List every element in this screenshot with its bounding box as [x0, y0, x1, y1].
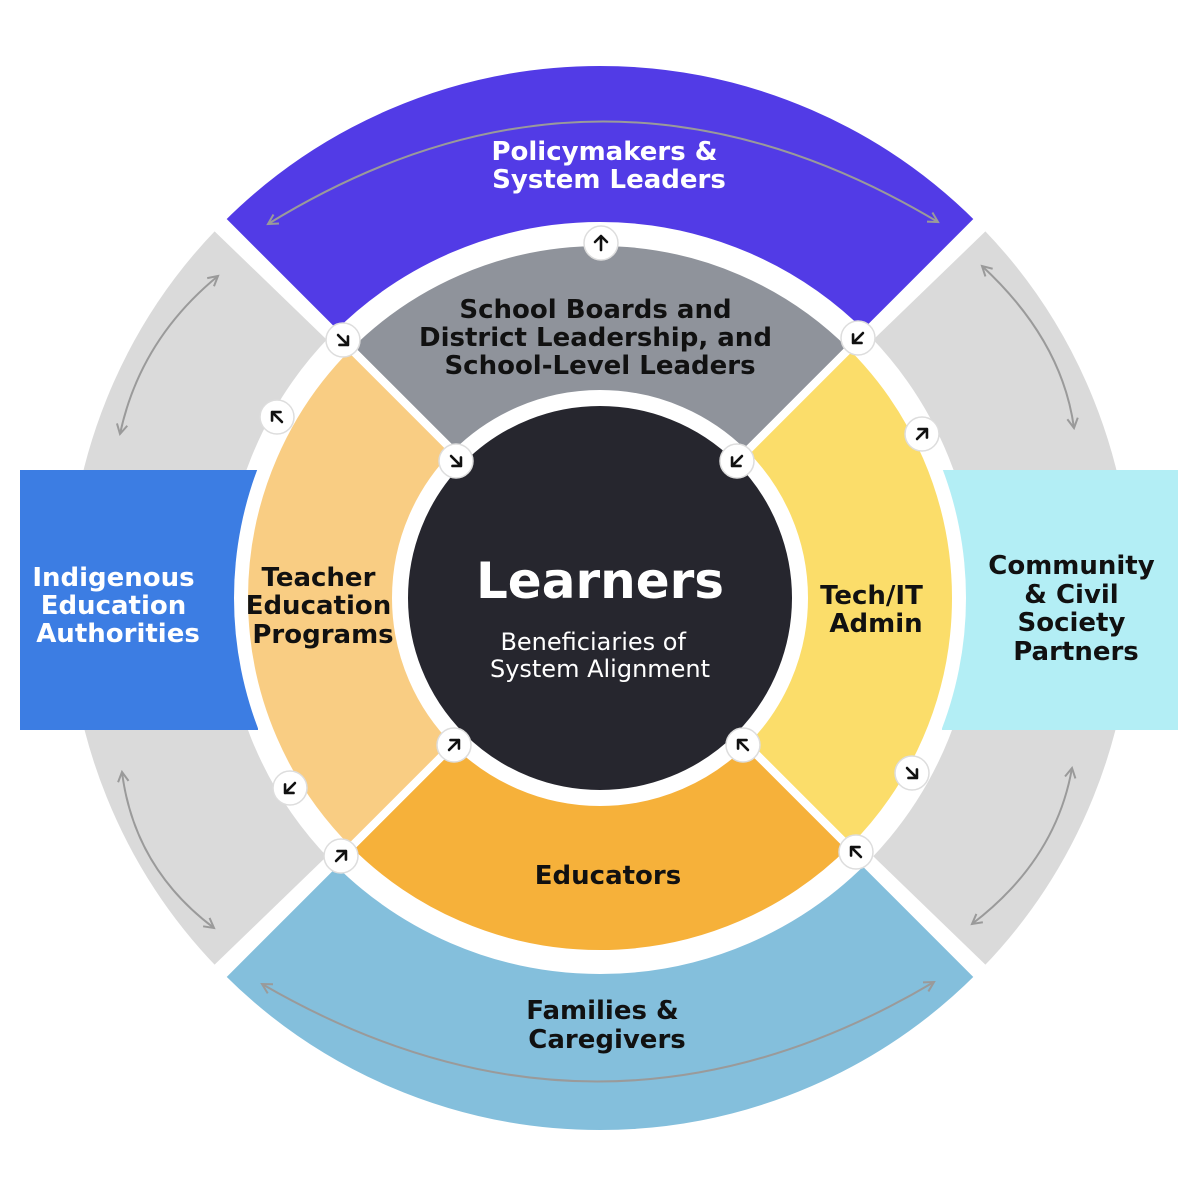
outer-ring — [20, 58, 1178, 1138]
arrowhead-icon — [207, 274, 220, 287]
arrowhead-icon — [260, 982, 274, 994]
arrowhead-icon — [1064, 765, 1077, 779]
label-line: Indigenous — [32, 563, 194, 593]
label-line: School Boards and — [459, 295, 731, 325]
label-school-boards: School Boards and District Leadership, a… — [419, 295, 781, 381]
outer-segment-community — [942, 470, 1178, 730]
outer-segment-indigenous — [20, 470, 258, 730]
label-line: Authorities — [36, 619, 200, 649]
center-subtitle: Beneficiaries of System Alignment — [490, 628, 710, 683]
arrow-badge-icon — [719, 443, 755, 479]
inner-segment-educators — [344, 738, 856, 958]
arrow-icon — [336, 333, 350, 347]
double-arrow-icon — [971, 767, 1073, 925]
subtitle-line: Beneficiaries of — [500, 628, 686, 656]
label-line: Tech/IT — [820, 581, 923, 611]
double-arrow-icon — [119, 275, 219, 435]
double-arrow-icon — [981, 265, 1075, 429]
center-learners-disc — [400, 398, 800, 798]
label-line: Educators — [535, 861, 681, 891]
outer-segment-families — [216, 857, 984, 1138]
center-title: Learners — [476, 552, 724, 610]
arrowhead-icon — [266, 213, 280, 226]
double-arrow-icon — [267, 120, 939, 225]
label-line: Admin — [829, 609, 922, 639]
arrow-icon — [736, 738, 750, 752]
arrow-icon — [905, 766, 919, 780]
label-line: Partners — [1013, 637, 1139, 667]
arrow-icon — [915, 427, 929, 441]
arrowhead-icon — [115, 423, 129, 437]
arrow-badge-icon — [894, 755, 930, 791]
arrow-icon — [283, 781, 297, 795]
arrow-icon — [593, 234, 609, 252]
arrowhead-icon — [926, 212, 940, 224]
arrow-badge-icon — [272, 770, 308, 806]
label-line: & Civil — [1024, 580, 1119, 610]
arrow-badges — [259, 225, 940, 874]
label-policymakers: Policymakers & System Leaders — [491, 137, 726, 195]
label-line: System Leaders — [492, 165, 726, 195]
arrow-icon — [849, 845, 863, 859]
label-line: Society — [1018, 608, 1126, 638]
arrowhead-icon — [1066, 417, 1079, 431]
arrow-badge-icon — [904, 416, 940, 452]
inner-segment-tech-it — [740, 342, 960, 854]
label-line: District Leadership, and — [419, 323, 772, 353]
label-line: Families & — [526, 996, 678, 1026]
label-community: Community & Civil Society Partners — [988, 551, 1164, 667]
arrow-badge-icon — [725, 727, 761, 763]
label-line: Caregivers — [528, 1025, 686, 1055]
double-arrow-icon — [261, 981, 935, 1083]
arrow-badge-icon — [323, 838, 359, 874]
label-line: School-Level Leaders — [444, 351, 755, 381]
arrow-badge-icon — [325, 322, 361, 358]
arrowhead-icon — [117, 769, 130, 783]
arrow-badge-icon — [840, 320, 876, 356]
subtitle-line: System Alignment — [490, 655, 710, 683]
arrow-badge-icon — [583, 225, 619, 261]
inner-segment-teacher-education — [240, 342, 460, 854]
arrow-icon — [730, 454, 744, 468]
label-tech-it: Tech/IT Admin — [820, 581, 932, 639]
label-teacher-education: Teacher Education Programs — [246, 563, 401, 650]
label-line: Education — [246, 591, 392, 621]
arrowhead-icon — [202, 917, 216, 930]
double-arrow-icon — [121, 771, 215, 929]
inner-segment-school-boards — [344, 238, 856, 458]
label-line: Policymakers & — [491, 137, 717, 167]
outer-segment-policymakers — [216, 58, 984, 339]
arrow-badge-icon — [259, 399, 295, 435]
arrow-icon — [449, 454, 463, 468]
label-line: Education — [41, 591, 187, 621]
label-line: Community — [988, 551, 1154, 581]
label-indigenous: Indigenous Education Authorities — [32, 563, 203, 649]
arrowhead-icon — [922, 980, 936, 992]
arrow-icon — [851, 331, 865, 345]
arrow-badge-icon — [436, 727, 472, 763]
arrow-icon — [270, 410, 284, 424]
arrow-icon — [447, 738, 461, 752]
label-educators: Educators — [535, 861, 681, 891]
arrow-badge-icon — [438, 443, 474, 479]
label-line: Teacher — [262, 563, 376, 593]
label-line: Programs — [252, 620, 393, 650]
arrowhead-icon — [970, 913, 984, 926]
arrowhead-icon — [980, 264, 993, 277]
arrow-badge-icon — [838, 834, 874, 870]
outer-ring-arrows — [115, 120, 1079, 1083]
label-families: Families & Caregivers — [526, 996, 688, 1055]
arrow-icon — [334, 849, 348, 863]
